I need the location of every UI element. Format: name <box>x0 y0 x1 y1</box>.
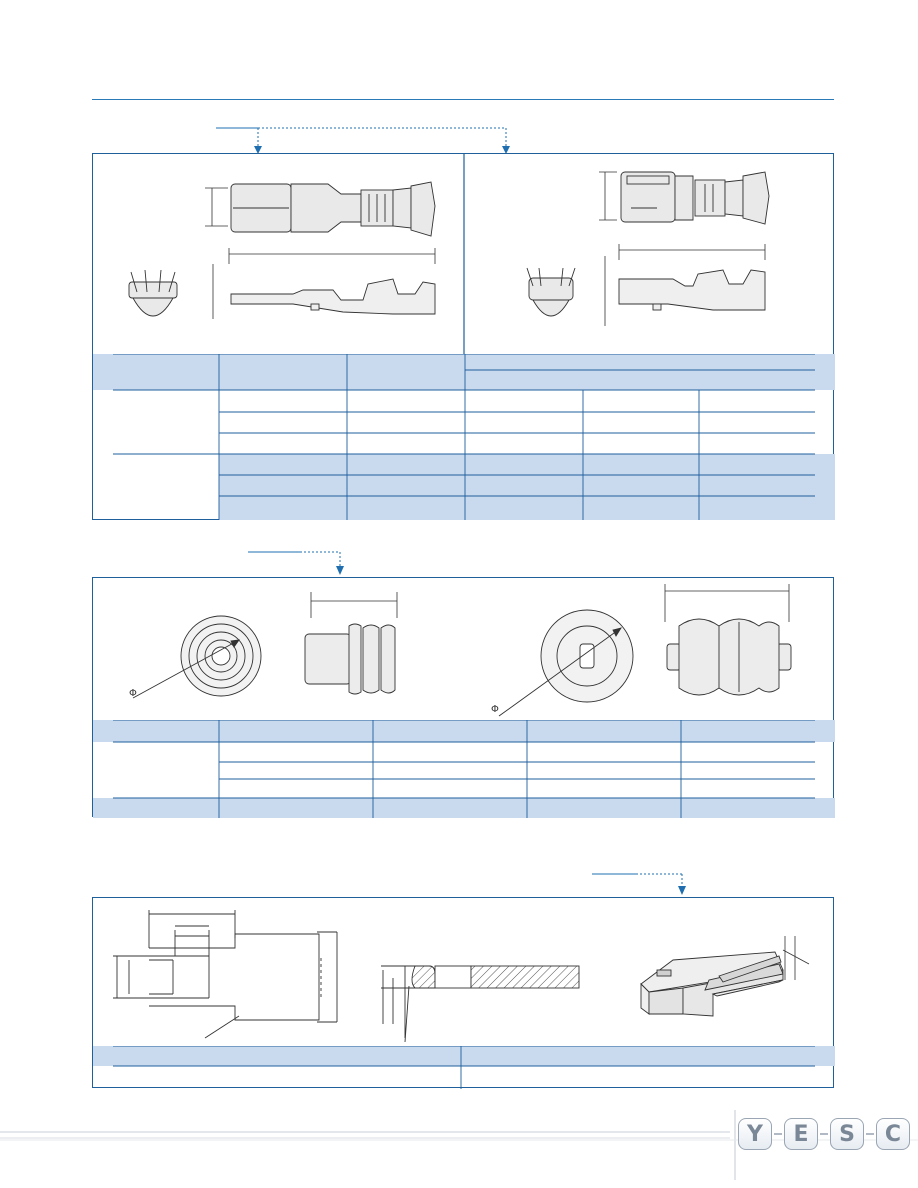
terminal-callout-pointer <box>210 122 520 156</box>
tab-plan-view <box>113 910 338 1039</box>
terminal-b-side-view <box>618 269 766 311</box>
tab-section-view <box>381 965 580 1043</box>
seal-a-front-view <box>132 615 262 699</box>
terminal-spec-table <box>93 354 835 520</box>
yesc-logo: Y E S C <box>738 1118 910 1150</box>
terminal-b-end-view <box>526 267 576 317</box>
header-rule <box>92 99 834 100</box>
tab-callout-pointer <box>588 868 698 900</box>
logo-letter-e: E <box>784 1118 818 1150</box>
seal-drawings: Φ Φ <box>129 584 792 717</box>
seal-spec-table <box>93 720 835 818</box>
tab-spec-table <box>93 1046 835 1089</box>
svg-text:Φ: Φ <box>491 704 499 715</box>
logo-letter-c: C <box>876 1118 910 1150</box>
seal-b-front-view <box>498 609 634 717</box>
tab-panel <box>92 897 835 1089</box>
svg-text:Φ: Φ <box>129 688 137 699</box>
terminal-a-side-view <box>230 278 436 315</box>
logo-letter-y: Y <box>738 1118 772 1150</box>
terminal-a-top-view <box>230 181 436 237</box>
terminal-drawings <box>128 154 770 354</box>
tab-drawings <box>113 910 810 1043</box>
seal-a-side-view <box>304 623 396 695</box>
tab-isometric-view <box>640 951 784 1017</box>
seal-b-side-view <box>666 618 792 696</box>
terminal-panel <box>92 153 835 520</box>
terminal-b-top-view <box>620 171 770 225</box>
seal-panel: Φ Φ <box>92 577 835 818</box>
seal-callout-pointer <box>244 546 354 578</box>
logo-letter-s: S <box>830 1118 864 1150</box>
terminal-a-end-view <box>128 269 178 317</box>
